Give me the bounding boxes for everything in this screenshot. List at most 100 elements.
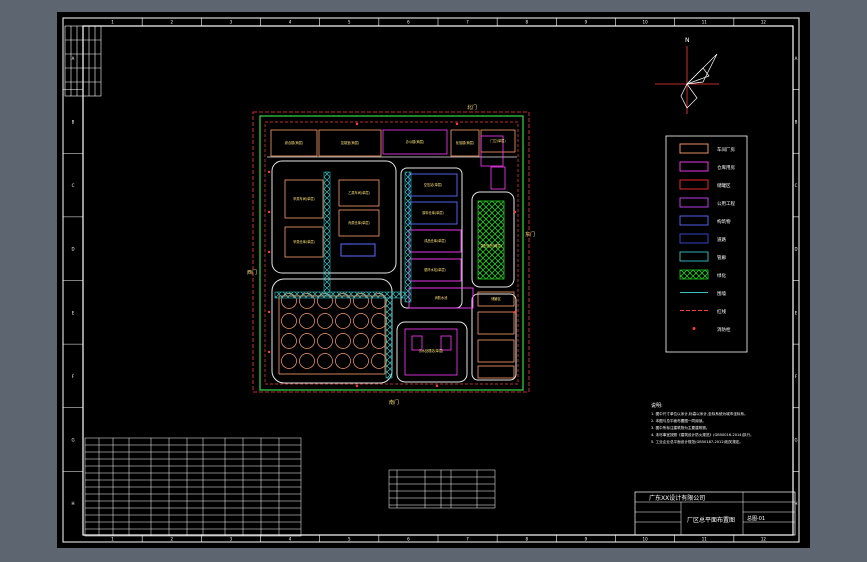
frame-col-label: 9	[585, 537, 588, 542]
frame-col-label: 4	[289, 537, 292, 542]
building-label: 甲类仓库(单层)	[293, 239, 315, 244]
fire-hydrants	[267, 122, 517, 388]
frame-row-label: A	[72, 56, 75, 61]
frame-col-label: 4	[289, 20, 292, 25]
frame-col-label: 7	[466, 20, 469, 25]
economic-indicator-table	[84, 437, 302, 537]
frame-col-label: 6	[407, 537, 410, 542]
frame-col-label: 2	[170, 20, 173, 25]
storage-tank	[281, 353, 297, 369]
equipment-table	[388, 469, 496, 509]
building-label: 消防水池	[435, 295, 449, 300]
legend-label: 公用工程	[717, 200, 735, 207]
legend-label: 围墙	[717, 290, 726, 297]
green-hatch-swatch	[679, 269, 709, 280]
storage-tank	[335, 353, 351, 369]
storage-tank	[335, 333, 351, 349]
revision-table	[64, 25, 102, 97]
teal-rect-swatch	[679, 251, 709, 262]
storage-tank	[281, 333, 297, 349]
note-line: 2. 本图与总平面布置图一同阅读。	[651, 418, 706, 423]
frame-col-label: 10	[643, 20, 649, 25]
frame-col-label: 12	[761, 20, 767, 25]
frame-row-label: A	[795, 56, 798, 61]
frame-col-label: 5	[348, 537, 351, 542]
building-label: 成品仓库(单层)	[424, 238, 446, 243]
frame-col-label: 10	[643, 537, 649, 542]
note-line: 4. 未尽事宜按照《建筑设计防火规范》(GB50016-2014)执行。	[651, 432, 754, 437]
frame-col-label: 6	[407, 20, 410, 25]
frame-col-label: 7	[466, 537, 469, 542]
building-label: 污水处理站(单层)	[419, 348, 444, 353]
storage-tank	[317, 353, 333, 369]
storage-tank	[317, 313, 333, 329]
building-label: 循环水站(单层)	[424, 267, 446, 272]
note-line: 1. 图中尺寸单位以米计,标高以米计,坐标系统为城市坐标系。	[651, 411, 748, 416]
frame-row-label: G	[71, 438, 74, 443]
company-name: 广东XX设计有限公司	[649, 494, 705, 502]
building-label: 储罐区	[491, 296, 501, 301]
frame-row-label: C	[72, 183, 75, 188]
storage-tank	[371, 333, 387, 349]
frame-col-label: 8	[525, 20, 528, 25]
frame-col-label: 12	[761, 537, 767, 542]
note-line: 3. 图中所标注建筑物为主要建筑物。	[651, 425, 709, 430]
building-label: 化验楼(两层)	[456, 140, 474, 145]
frame-row-label: D	[71, 247, 74, 252]
frame-row-label: G	[794, 438, 797, 443]
north-label: N	[685, 37, 690, 44]
drawing-number: 总图-01	[747, 515, 765, 522]
gate-label-west: 西门	[247, 269, 257, 276]
storage-tank	[371, 353, 387, 369]
tank-farm	[281, 293, 387, 369]
building-label: 办公楼(两层)	[406, 139, 424, 144]
red-rect-swatch	[679, 179, 709, 190]
frame-row-label: D	[794, 247, 797, 252]
frame-col-label: 1	[111, 537, 114, 542]
frame-col-label: 11	[702, 537, 708, 542]
frame-col-label: 11	[702, 20, 708, 25]
frame-row-label: C	[795, 183, 798, 188]
navy-rect-swatch	[679, 233, 709, 244]
frame-row-label: B	[72, 119, 75, 124]
frame-row-label: F	[72, 374, 75, 379]
frame-col-label: 8	[525, 537, 528, 542]
frame-row-label: H	[71, 501, 74, 506]
red-dot-swatch	[692, 327, 696, 330]
frame-row-label: F	[795, 374, 798, 379]
frame-col-label: 2	[170, 537, 173, 542]
legend-label: 车间厂房	[717, 146, 735, 153]
building-label: 综合楼(两层)	[285, 140, 303, 145]
storage-tank	[317, 333, 333, 349]
building-label: 甲类车间(单层)	[293, 196, 315, 201]
gate-label-east: 东门	[525, 231, 535, 238]
legend-label: 道路	[717, 236, 726, 243]
purple-rect-swatch	[679, 197, 709, 208]
building-label: 控制室(两层)	[341, 140, 359, 145]
gate-label-south: 南门	[389, 399, 399, 406]
gate-label-north: 北门	[467, 104, 477, 111]
building-label: 丙类仓库(单层)	[348, 220, 370, 225]
building-label: 原料仓库(单层)	[422, 210, 444, 215]
title-block: 广东XX设计有限公司 厂区总平面布置图 总图-01	[634, 491, 796, 536]
site-plan	[252, 111, 530, 393]
legend-label: 储罐区	[717, 182, 731, 189]
gate-labels: 北门 东门 西门 南门	[247, 104, 535, 406]
storage-tank	[299, 333, 315, 349]
storage-tank	[299, 313, 315, 329]
legend-label: 红线	[717, 308, 726, 315]
building-labels: 综合楼(两层)控制室(两层)办公楼(两层)化验楼(两层)门卫(单层)甲类车间(单…	[285, 138, 506, 353]
north-arrow: N	[655, 37, 719, 114]
legend-label: 构筑物	[717, 218, 731, 225]
storage-tank	[353, 333, 369, 349]
blue-rect-swatch	[679, 215, 709, 226]
orange-rect-swatch	[679, 143, 709, 154]
frame-row-label: B	[795, 119, 798, 124]
